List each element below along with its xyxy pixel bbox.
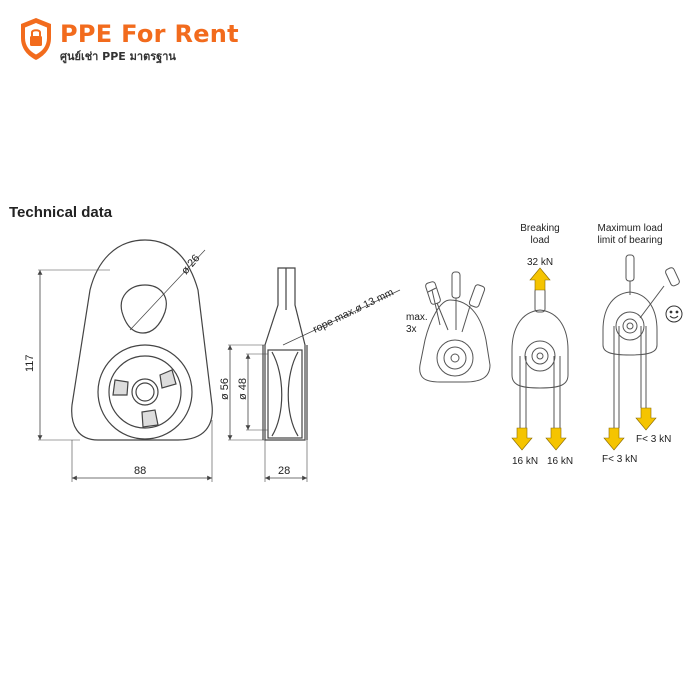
bearing-arrow-right xyxy=(635,407,657,431)
bearing-load-right: F< 3 kN xyxy=(636,434,671,445)
breaking-diagram xyxy=(511,287,569,428)
bearing-title-2: limit of bearing xyxy=(597,235,662,246)
brand-tagline: ศูนย์เช่า PPE มาตรฐาน xyxy=(60,50,176,63)
bearing-load-left: F< 3 kN xyxy=(602,454,637,465)
dim-inner: ø 48 xyxy=(237,378,249,400)
pulley-side-plate xyxy=(71,239,213,441)
smiley-icon xyxy=(665,305,683,323)
attachment-hole xyxy=(120,284,167,334)
bearing-title-1: Maximum load xyxy=(597,223,662,234)
multi-carabiner-view xyxy=(419,271,491,383)
brand-secondary: For Rent xyxy=(121,20,239,48)
axle-inner xyxy=(135,382,155,402)
sheave-inner xyxy=(108,355,182,429)
dim-width: 88 xyxy=(134,465,146,477)
section-title: Technical data xyxy=(9,204,113,221)
breaking-title-2: load xyxy=(531,235,550,246)
bearing-arrow-left xyxy=(603,427,625,451)
max-count: 3x xyxy=(406,324,417,335)
shield-lock-icon xyxy=(21,18,51,60)
breaking-down-arrow-left xyxy=(511,427,533,451)
breaking-title-1: Breaking xyxy=(520,223,559,234)
axle-outer xyxy=(131,378,159,406)
breaking-load-left: 16 kN xyxy=(512,456,538,467)
max-label: max. xyxy=(406,312,428,323)
dim-rope: rope max.ø 13 mm xyxy=(311,286,396,336)
brand-logo: PPE For Rent ศูนย์เช่า PPE มาตรฐาน xyxy=(18,14,258,64)
front-view xyxy=(37,239,213,482)
brand-title: PPE For Rent xyxy=(60,20,239,48)
sheave-outer xyxy=(97,344,193,440)
bearing-diagram xyxy=(602,254,680,428)
breaking-top-load: 32 kN xyxy=(527,257,553,268)
dim-outer: ø 56 xyxy=(219,378,231,400)
breaking-up-arrow xyxy=(529,267,551,291)
breaking-down-arrow-right xyxy=(545,427,567,451)
brand-primary: PPE xyxy=(60,20,113,48)
dim-height: 117 xyxy=(24,354,36,372)
breaking-load-right: 16 kN xyxy=(547,456,573,467)
dim-thickness: 28 xyxy=(278,465,290,477)
side-view xyxy=(227,267,401,482)
